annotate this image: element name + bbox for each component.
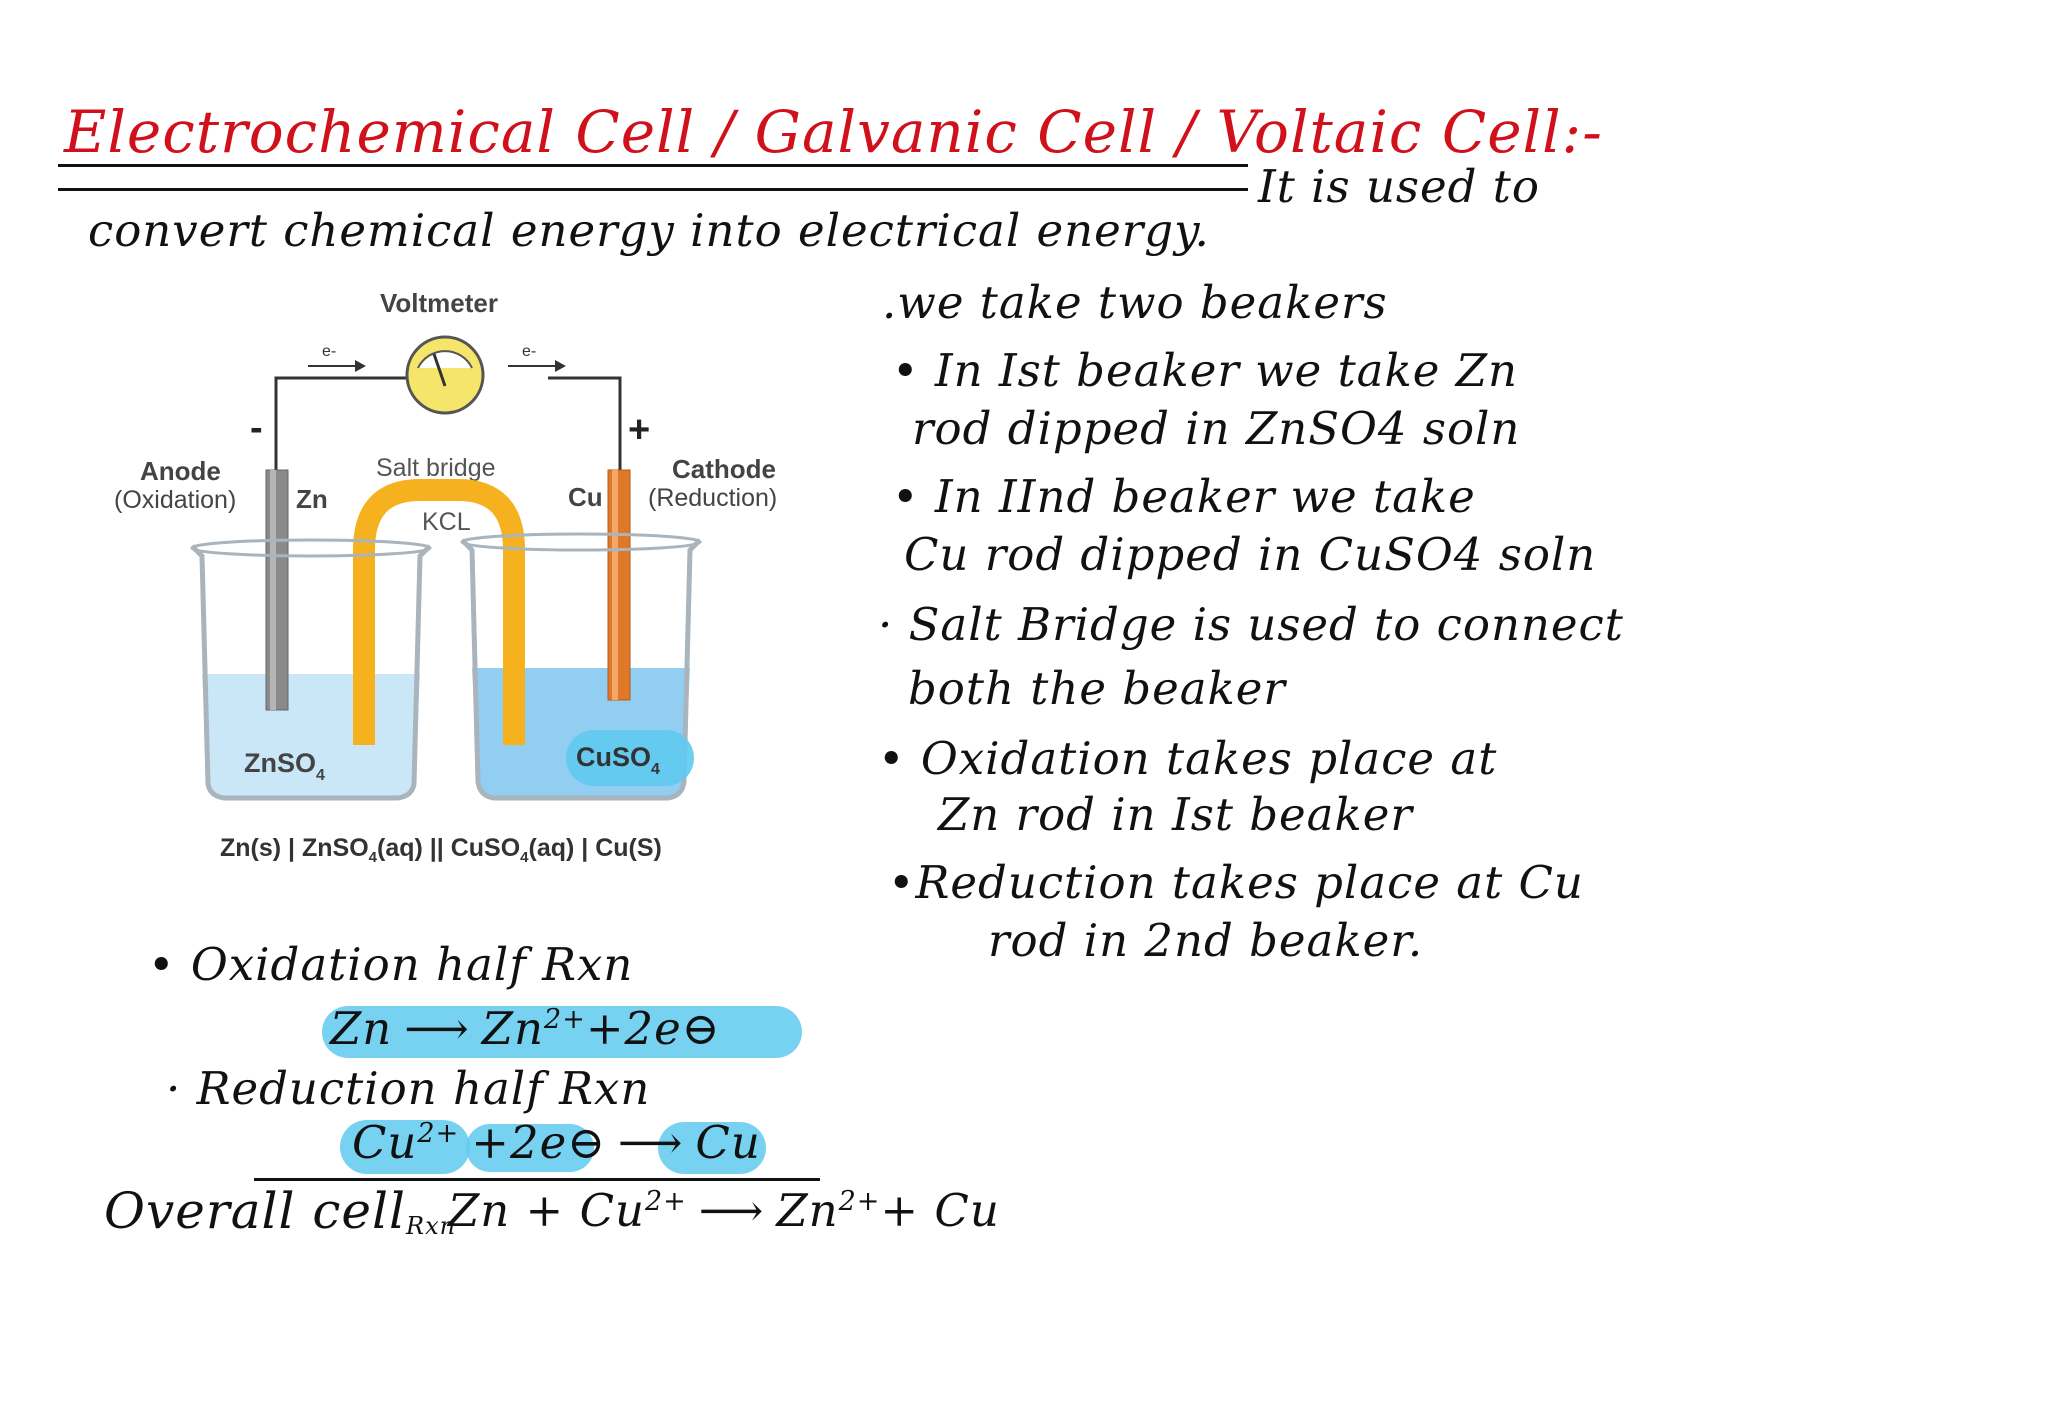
cathode-label: Cathode [672, 454, 776, 484]
sum-line [254, 1178, 820, 1181]
overall-equation: Zn + Cu2+ ⟶ Zn2++ Cu [448, 1186, 1000, 1236]
point-4-line-2: both the beaker [908, 662, 1286, 715]
point-6-line-2: rod in 2nd beaker. [988, 914, 1424, 967]
point-5-line-1: • Oxidation takes place at [878, 732, 1498, 785]
title-underline-2 [58, 188, 1248, 191]
title-underline [58, 164, 1248, 167]
right-beaker [460, 538, 702, 801]
red-arrow: ⟶ [617, 1116, 684, 1169]
reduction-half-label: · Reduction half Rxn [166, 1062, 651, 1115]
overall-arrow: ⟶ [698, 1184, 765, 1237]
reduction-rhs-highlight [658, 1122, 766, 1174]
electron-label-right: e- [522, 343, 536, 360]
copper-rod [607, 469, 631, 701]
point-2-line-2: rod dipped in ZnSO4 soln [912, 402, 1521, 455]
cu-rod-label: Cu [568, 482, 603, 512]
electron-arrowhead-right [555, 360, 566, 372]
plus-sign: + [628, 409, 650, 451]
oxidation-equation: Zn ⟶ Zn2++2e⊖ [330, 1004, 721, 1054]
copper-rod-shade [612, 470, 618, 700]
cuso4-label: CuSO4 [576, 742, 660, 778]
galvanic-cell-diagram: e- e- Voltmeter - + Anode (Oxidation) Ca… [114, 290, 777, 866]
page-title: Electrochemical Cell / Galvanic Cell / V… [64, 98, 1603, 166]
point-6-line-1: •Reduction takes place at Cu [888, 856, 1584, 909]
overall-rhs: Zn2++ Cu [776, 1184, 1000, 1237]
cathode-sub-label: (Reduction) [648, 484, 777, 512]
red-rhs: Cu [695, 1116, 761, 1169]
anode-label: Anode [140, 456, 221, 486]
cuso4-highlight [566, 730, 694, 786]
anode-sub-label: (Oxidation) [114, 486, 236, 514]
ox-arrow: ⟶ [404, 1002, 470, 1055]
voltmeter-needle [432, 353, 447, 387]
cell-notation: Zn(s) | ZnSO4(aq) || CuSO4(aq) | Cu(S) [220, 834, 662, 866]
intro-line-1: It is used to [1258, 160, 1540, 213]
kcl-label: KCL [422, 508, 471, 536]
right-beaker-rim [460, 532, 702, 552]
point-1-line-1: .we take two beakers [882, 276, 1388, 329]
overall-lhs: Zn + Cu2+ [448, 1184, 687, 1237]
salt-bridge-tube [353, 479, 525, 745]
circuit-wire [274, 376, 622, 480]
zinc-rod-shade [270, 470, 276, 710]
reduction-lhs-highlight [340, 1120, 470, 1174]
minus-sign: - [250, 407, 263, 449]
oxidation-half-label: • Oxidation half Rxn [148, 938, 634, 991]
voltmeter-icon [405, 335, 485, 415]
electron-arrowhead-left [355, 360, 366, 372]
point-2-line-1: • In Ist beaker we take Zn [892, 344, 1518, 397]
voltmeter-dial [417, 350, 473, 369]
point-4-line-1: · Salt Bridge is used to connect [878, 598, 1624, 651]
ox-lhs: Zn [330, 1002, 393, 1055]
reduction-mid-highlight [466, 1124, 594, 1172]
oxidation-eq-highlight [322, 1006, 802, 1058]
voltmeter-label: Voltmeter [380, 290, 498, 318]
znso4-label: ZnSO4 [244, 748, 325, 784]
point-3-line-2: Cu rod dipped in CuSO4 soln [904, 528, 1597, 581]
ox-rhs: Zn2++2e⊖ [481, 1002, 721, 1055]
left-beaker-rim [190, 538, 432, 558]
salt-bridge-label: Salt bridge [376, 454, 496, 482]
red-mid: +2e⊖ [471, 1116, 606, 1169]
electron-label-left: e- [322, 343, 336, 360]
reduction-equation: Cu2+ +2e⊖ ⟶ Cu [352, 1118, 761, 1168]
zinc-rod [265, 469, 289, 711]
red-lhs: Cu2+ [352, 1116, 460, 1169]
zn-rod-label: Zn [296, 484, 328, 514]
left-beaker [190, 544, 432, 801]
intro-line-2: convert chemical energy into electrical … [88, 204, 1210, 257]
point-5-line-2: Zn rod in Ist beaker [938, 788, 1413, 841]
overall-label: Overall cellRxn [104, 1182, 457, 1240]
point-3-line-1: • In IInd beaker we take [892, 470, 1476, 523]
